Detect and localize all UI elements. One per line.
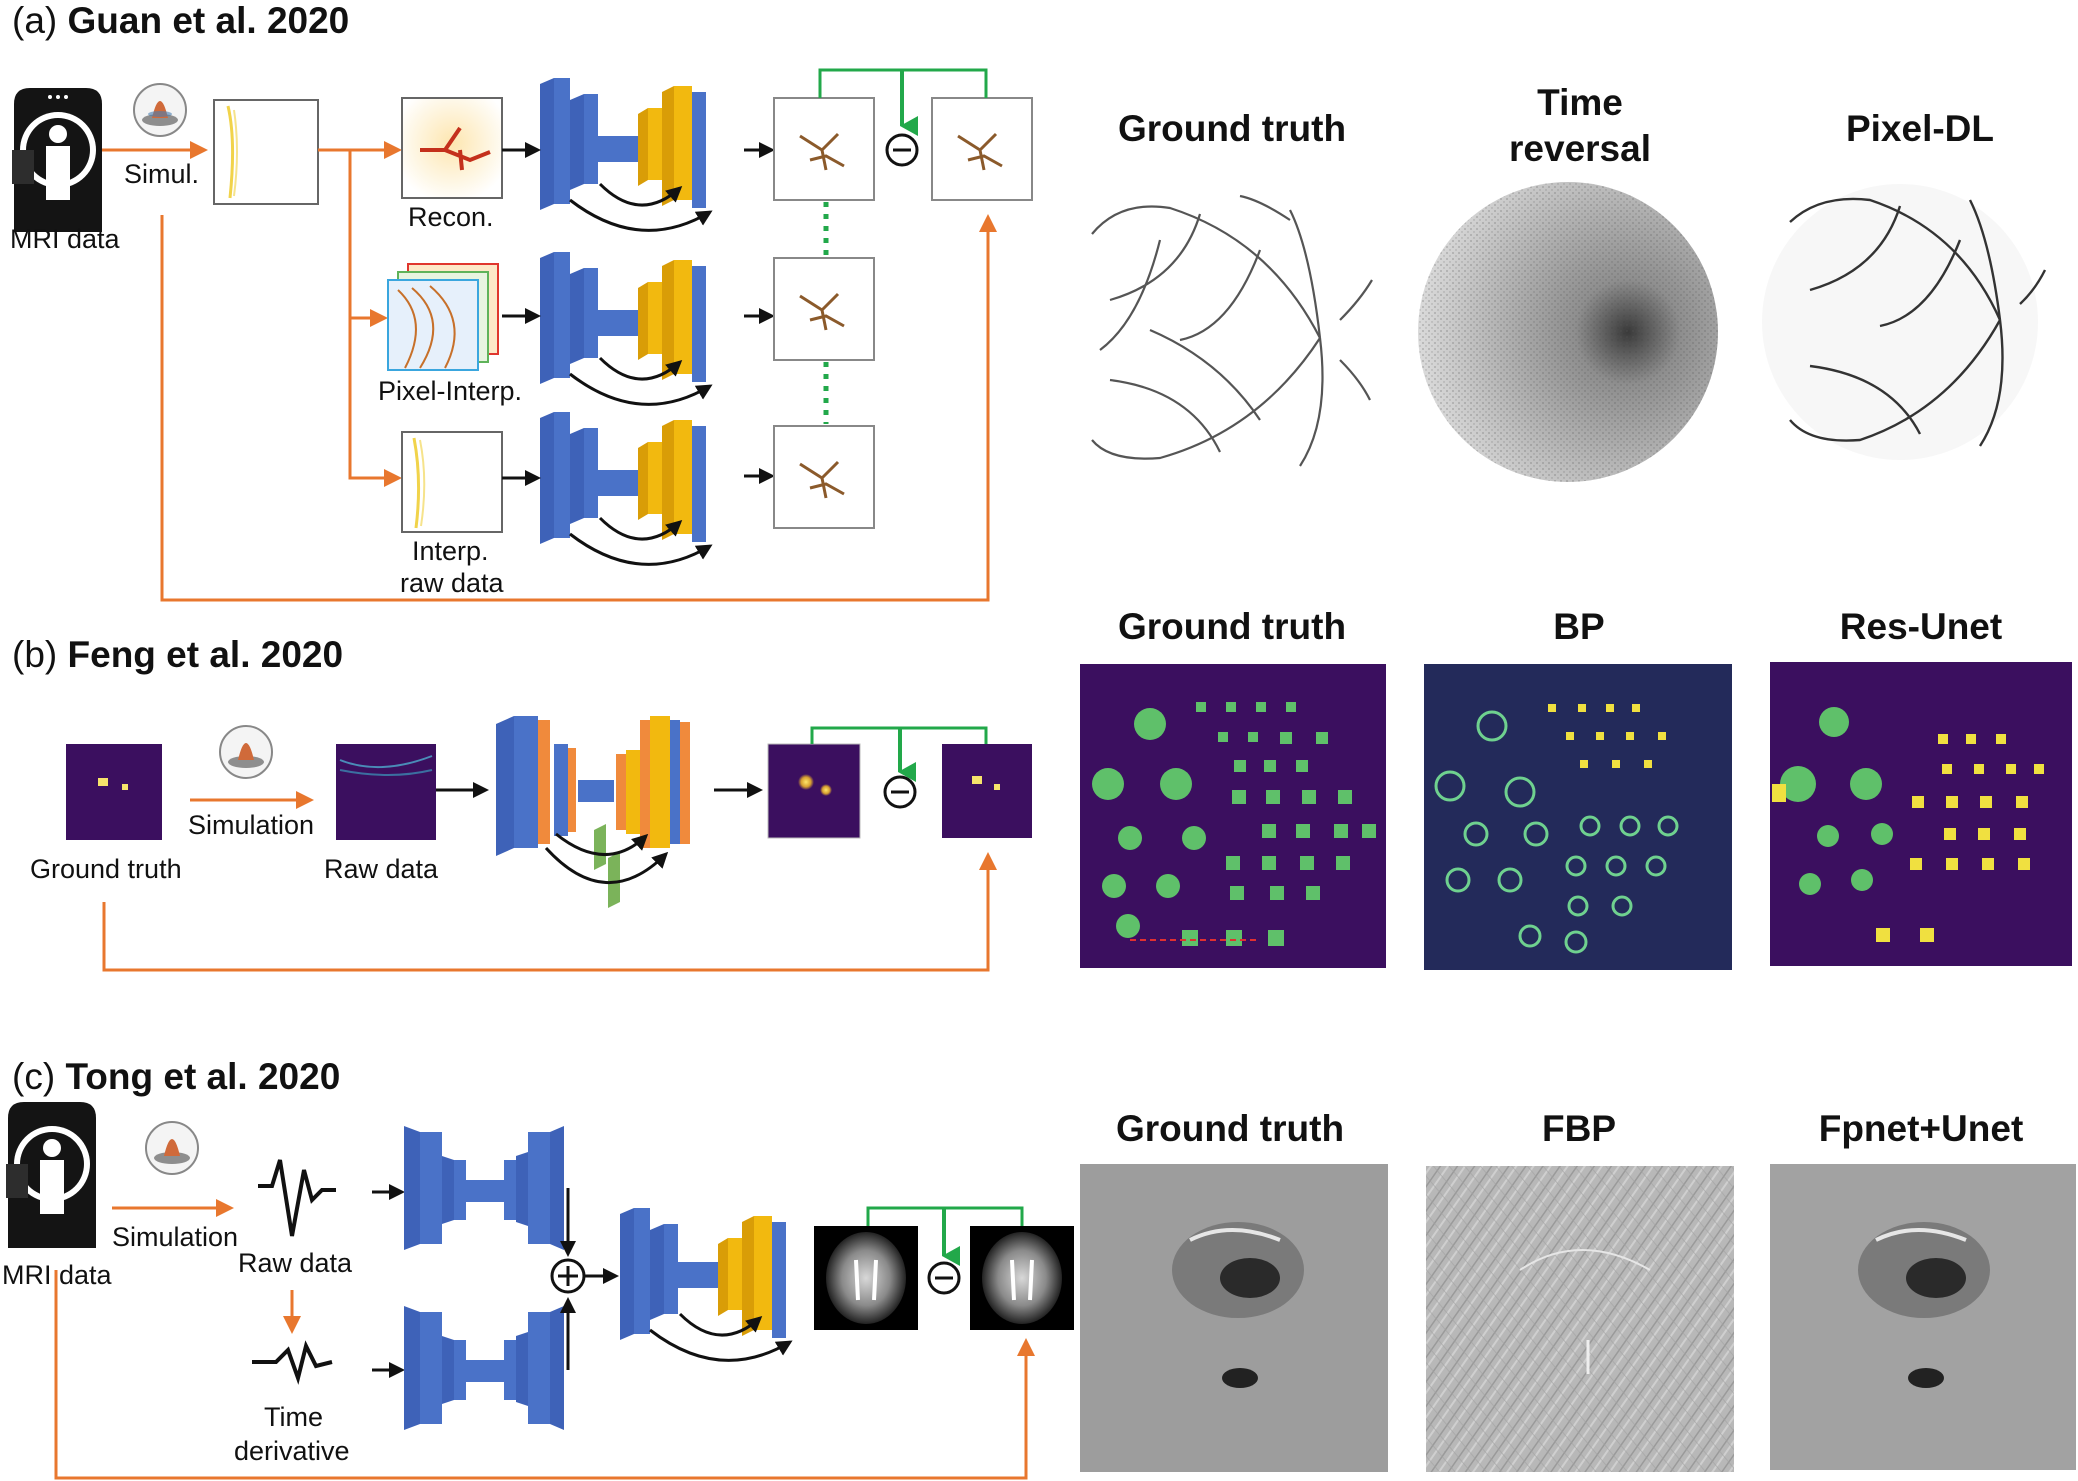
recon-image (401, 97, 503, 199)
label-mri-data-c: MRI data (2, 1260, 112, 1290)
panel-b-letter: (b) (12, 634, 58, 675)
title-a-pixel-dl: Pixel-DL (1845, 108, 1995, 149)
result-a-pixel-dl (1762, 184, 2047, 460)
label-raw-data-a: raw data (400, 568, 504, 598)
label-interp: Interp. (412, 536, 489, 566)
pred-b-small (767, 743, 861, 839)
title-b-res-unet: Res-Unet (1839, 606, 2003, 647)
title-a-time-reversal: Time reversal (1509, 82, 1651, 169)
title-c-fpnet-unet: Fpnet+Unet (1818, 1108, 2024, 1149)
panel-c-heading: (c) Tong et al. 2020 (12, 1056, 340, 1098)
label-derivative: derivative (234, 1436, 350, 1466)
title-c-fbp: FBP (1542, 1108, 1616, 1149)
gt-b-small-right (942, 744, 1032, 838)
fpnet-branch-2 (404, 1306, 564, 1430)
unet-a1 (540, 78, 713, 232)
mri-scanner-icon (6, 1102, 96, 1248)
mri-scanner-icon (12, 88, 102, 232)
subtract-icon (883, 775, 917, 809)
result-b-bp (1424, 664, 1732, 970)
label-raw-data-b: Raw data (324, 854, 439, 884)
time-derivative-waveform (252, 1340, 333, 1385)
unet-c (620, 1208, 793, 1362)
result-c-fbp (1426, 1166, 1734, 1472)
panel-b-pipeline (66, 716, 1032, 972)
result-c-ground-truth (1080, 1164, 1388, 1472)
panel-b-results (1080, 662, 2072, 970)
result-b-res-unet (1770, 662, 2072, 966)
unet-a2 (540, 252, 713, 406)
label-pixel-interp: Pixel-Interp. (378, 376, 523, 406)
panel-a-letter: (a) (12, 0, 58, 41)
title-b-bp: BP (1553, 606, 1605, 647)
label-recon: Recon. (408, 202, 494, 232)
label-simul: Simul. (124, 159, 200, 189)
panel-b-heading: (b) Feng et al. 2020 (12, 634, 343, 676)
ultrasound-probe-icon (219, 725, 273, 779)
label-ground-truth-b: Ground truth (30, 854, 182, 884)
result-a-time-reversal (1418, 182, 1718, 482)
gt-small-image (66, 744, 162, 840)
result-c-fpnet-unet (1770, 1164, 2076, 1470)
title-a-ground-truth: Ground truth (1117, 108, 1347, 149)
title-c-ground-truth: Ground truth (1115, 1108, 1345, 1149)
panel-c-results (1080, 1164, 2076, 1472)
subtract-icon (885, 133, 919, 167)
title-b-ground-truth: Ground truth (1117, 606, 1347, 647)
output-vessel-images (773, 97, 1033, 529)
panel-a-results (1084, 182, 2047, 482)
label-simulation-c: Simulation (112, 1222, 239, 1252)
panel-a-author: Guan et al. 2020 (67, 0, 350, 41)
label-time: Time (264, 1402, 323, 1432)
subtract-icon (927, 1261, 961, 1295)
raw-data-image (336, 744, 436, 840)
result-a-ground-truth (1084, 184, 1380, 480)
panel-c-pipeline (6, 1102, 1074, 1480)
fpnet-branch-1 (404, 1126, 564, 1250)
panel-b-author: Feng et al. 2020 (67, 634, 344, 675)
raw-waveform (258, 1159, 336, 1237)
pixel-interp-stack (387, 263, 499, 371)
unet-a3 (540, 412, 713, 566)
ultrasound-probe-icon (145, 1121, 199, 1175)
res-unet-b (496, 716, 690, 908)
panel-a-pipeline (12, 68, 1033, 602)
label-mri-data-a: MRI data (10, 224, 120, 254)
panel-c-letter: (c) (12, 1056, 56, 1097)
panel-c-author: Tong et al. 2020 (65, 1056, 341, 1097)
add-icon (550, 1258, 586, 1294)
label-raw-data-c: Raw data (238, 1248, 353, 1278)
panel-a-heading: (a) Guan et al. 2020 (12, 0, 349, 42)
ultrasound-probe-icon (133, 83, 187, 137)
label-simulation-b: Simulation (188, 810, 315, 840)
